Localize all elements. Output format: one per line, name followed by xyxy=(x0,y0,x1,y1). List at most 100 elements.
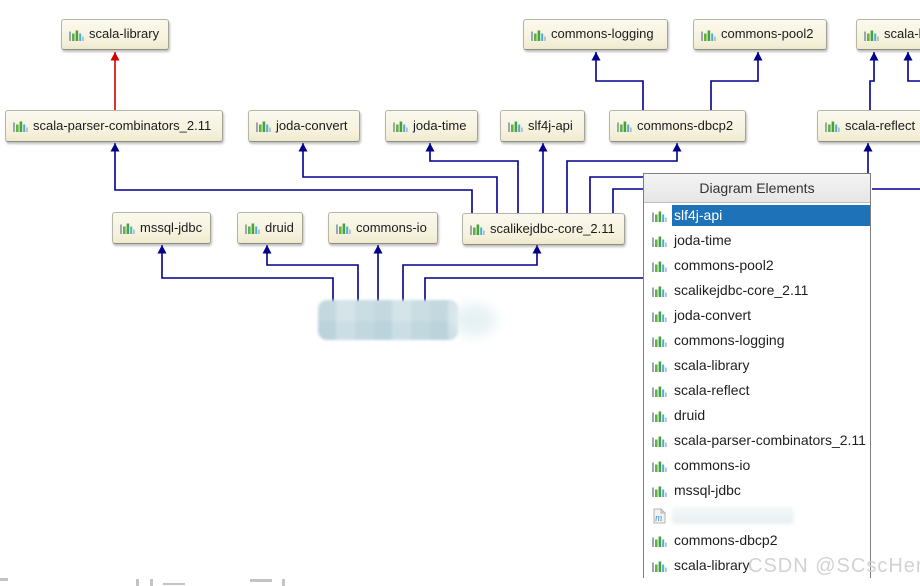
edge-censored-root-to-hidden-behind-panel xyxy=(424,277,644,302)
diagram-node-mssql-jdbc[interactable]: mssql-jdbc xyxy=(112,212,211,244)
node-label: scala-reflect xyxy=(845,117,916,133)
watermark: CSDN @SCscHero xyxy=(748,555,920,577)
diagram-node-scala-library[interactable]: scala-library xyxy=(856,19,920,50)
node-label: commons-dbcp2 xyxy=(637,117,734,133)
node-label: scala-library xyxy=(884,26,920,41)
arrowhead-icon xyxy=(591,52,601,61)
panel-item-joda-time[interactable]: joda-time xyxy=(644,228,870,253)
library-icon xyxy=(652,286,667,297)
panel-item-commons-dbcp2[interactable]: commons-dbcp2 xyxy=(644,528,870,553)
edge-scalikejdbc-core_2.11-to-commons-dbcp2 xyxy=(566,143,678,213)
bottom-edge-artifact xyxy=(282,579,285,586)
arrowhead-icon xyxy=(863,143,873,152)
node-label: joda-time xyxy=(413,117,467,133)
arrowhead-icon xyxy=(672,143,682,152)
panel-item-slf4j-api[interactable]: slf4j-api xyxy=(644,203,870,228)
panel-title: Diagram Elements xyxy=(644,174,870,203)
node-label: scala-parser-combinators_2.11 xyxy=(33,117,212,133)
edge-scalikejdbc-core_2.11-to-joda-convert xyxy=(302,143,498,213)
library-icon xyxy=(617,121,632,132)
arrowhead-icon xyxy=(869,52,879,61)
library-icon xyxy=(393,121,408,132)
library-icon xyxy=(652,211,667,222)
library-icon xyxy=(69,30,84,41)
bottom-edge-artifact xyxy=(0,578,8,581)
bottom-edge-artifact xyxy=(163,583,185,585)
panel-item-mssql-jdbc[interactable]: mssql-jdbc xyxy=(644,478,870,503)
node-label: scalikejdbc-core_2.11 xyxy=(490,220,615,236)
edge-censored-root-to-druid xyxy=(266,245,359,302)
diagram-node-commons-pool2[interactable]: commons-pool2 xyxy=(693,19,827,50)
library-icon xyxy=(256,121,271,132)
panel-item-scalikejdbc-core_2.11[interactable]: scalikejdbc-core_2.11 xyxy=(644,278,870,303)
diagram-node-commons-io[interactable]: commons-io xyxy=(328,212,438,244)
edge-scalikejdbc-core_2.11-to-joda-time xyxy=(429,143,519,213)
arrowhead-icon xyxy=(532,245,542,254)
library-icon xyxy=(652,361,667,372)
panel-item-label: commons-logging xyxy=(674,332,785,348)
panel-item-commons-pool2[interactable]: commons-pool2 xyxy=(644,253,870,278)
bottom-edge-artifact xyxy=(136,579,139,586)
diagram-node-joda-time[interactable]: joda-time xyxy=(385,110,478,142)
library-icon xyxy=(864,30,879,41)
panel-item-label: scala-library xyxy=(674,557,750,573)
arrowhead-icon xyxy=(298,143,308,152)
panel-item-druid[interactable]: druid xyxy=(644,403,870,428)
diagram-node-slf4j-api[interactable]: slf4j-api xyxy=(500,110,585,142)
library-icon xyxy=(245,223,260,234)
panel-item-label: druid xyxy=(674,407,706,423)
library-icon xyxy=(531,30,546,41)
panel-item-label: mssql-jdbc xyxy=(674,482,741,498)
panel-item-label: scala-parser-combinators_2.11 xyxy=(674,432,866,448)
panel-item-commons-io[interactable]: commons-io xyxy=(644,453,870,478)
node-label: commons-logging xyxy=(551,26,654,41)
library-icon xyxy=(508,121,523,132)
library-icon xyxy=(652,236,667,247)
panel-item-censored[interactable]: m xyxy=(644,503,870,528)
diagram-node-druid[interactable]: druid xyxy=(237,212,303,244)
diagram-node-scala-library[interactable]: scala-library xyxy=(61,19,169,50)
edge-censored-root-to-scalikejdbc-core_2.11 xyxy=(402,245,538,302)
panel-item-commons-logging[interactable]: commons-logging xyxy=(644,328,870,353)
bottom-edge-artifact xyxy=(250,579,272,582)
arrowhead-icon xyxy=(110,143,120,152)
panel-item-label: scalikejdbc-core_2.11 xyxy=(674,282,809,298)
diagram-node-scala-reflect[interactable]: scala-reflect xyxy=(817,110,920,142)
panel-item-scala-library[interactable]: scala-library xyxy=(644,553,870,578)
node-label: druid xyxy=(265,219,294,235)
panel-item-label: commons-dbcp2 xyxy=(674,532,778,548)
edge-commons-dbcp2-to-commons-pool2 xyxy=(710,52,759,110)
diagram-node-joda-convert[interactable]: joda-convert xyxy=(248,110,360,142)
diagram-node-commons-dbcp2[interactable]: commons-dbcp2 xyxy=(609,110,746,142)
library-icon xyxy=(652,561,667,572)
library-icon xyxy=(120,223,135,234)
node-label: commons-pool2 xyxy=(721,26,814,41)
library-icon xyxy=(652,336,667,347)
panel-item-scala-library[interactable]: scala-library xyxy=(644,353,870,378)
arrowhead-icon xyxy=(262,245,272,254)
edge-scalikejdbc-core_2.11-to-hidden-behind-panel xyxy=(612,188,644,213)
arrowhead-icon xyxy=(903,52,913,61)
arrowhead-icon xyxy=(373,245,383,254)
node-label: joda-convert xyxy=(276,117,348,133)
library-icon xyxy=(652,386,667,397)
censored-root-project-node[interactable] xyxy=(318,300,458,340)
panel-item-scala-reflect[interactable]: scala-reflect xyxy=(644,378,870,403)
panel-item-label: scala-reflect xyxy=(674,382,750,398)
library-icon xyxy=(825,121,840,132)
edge-scala-reflect-to-scala-library xyxy=(869,52,875,110)
library-icon xyxy=(652,461,667,472)
library-icon xyxy=(13,121,28,132)
panel-item-scala-parser-combinators_2.11[interactable]: scala-parser-combinators_2.11 xyxy=(644,428,870,453)
panel-item-joda-convert[interactable]: joda-convert xyxy=(644,303,870,328)
panel-item-label: slf4j-api xyxy=(672,205,870,226)
edge-scalikejdbc-core_2.11-to-scala-parser-combinators_2.11 xyxy=(114,143,473,213)
node-label: slf4j-api xyxy=(528,117,573,133)
library-icon xyxy=(652,261,667,272)
maven-module-icon: m xyxy=(653,507,667,524)
diagram-node-commons-logging[interactable]: commons-logging xyxy=(523,19,668,50)
diagram-node-scalikejdbc-core_2.11[interactable]: scalikejdbc-core_2.11 xyxy=(462,213,625,245)
diagram-node-scala-parser-combinators_2.11[interactable]: scala-parser-combinators_2.11 xyxy=(5,110,223,142)
arrowhead-icon xyxy=(425,143,435,152)
